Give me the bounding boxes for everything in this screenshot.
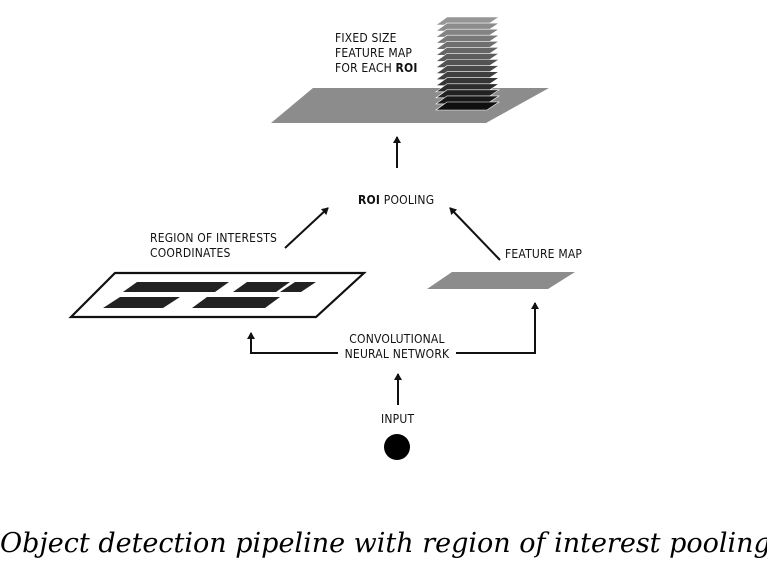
region-rect-4 <box>280 282 316 292</box>
roi-pooling-rest: POOLING <box>380 193 435 207</box>
arrow-cnn-to-feature-map <box>456 302 539 354</box>
feature-map-label: FEATURE MAP <box>505 247 583 261</box>
roi-pooling-label: ROI POOLING <box>358 193 434 208</box>
figure-caption: Object detection pipeline with region of… <box>0 528 767 559</box>
roi-pooling-bold: ROI <box>358 193 381 207</box>
fixed-size-line-2: FEATURE MAP <box>335 46 413 60</box>
fixed-size-label: FIXED SIZE FEATURE MAP FOR EACH ROI <box>335 31 418 76</box>
region-line-2: COORDINATES <box>150 246 231 260</box>
input-dot <box>384 434 410 460</box>
stack-layer <box>435 101 500 111</box>
cnn-label: CONVOLUTIONAL NEURAL NETWORK <box>340 332 454 362</box>
fixed-size-line-3-bold: ROI <box>395 61 418 75</box>
region-rect-2 <box>103 297 180 308</box>
cnn-line-1: CONVOLUTIONAL <box>349 332 445 346</box>
arrow-cnn-to-region <box>247 332 338 354</box>
arrow-region-to-roi-pooling <box>284 207 329 249</box>
region-label: REGION OF INTERESTS COORDINATES <box>150 231 277 261</box>
input-label: INPUT <box>381 412 415 426</box>
fixed-size-feature-map-stack <box>435 16 500 111</box>
cnn-line-2: NEURAL NETWORK <box>344 347 450 361</box>
region-line-1: REGION OF INTERESTS <box>150 231 278 245</box>
feature-map-plane <box>427 272 575 289</box>
fixed-size-line-3-prefix: FOR EACH <box>335 61 396 75</box>
fixed-size-line-1: FIXED SIZE <box>335 31 397 45</box>
top-feature-map-plane <box>271 88 549 123</box>
region-rect-5 <box>192 297 280 308</box>
region-rect-1 <box>123 282 229 292</box>
region-rect-3 <box>233 282 290 292</box>
fixed-size-line-3: FOR EACH ROI <box>335 61 418 76</box>
arrow-feature-map-to-roi-pooling <box>449 207 501 261</box>
region-plane <box>68 271 367 319</box>
